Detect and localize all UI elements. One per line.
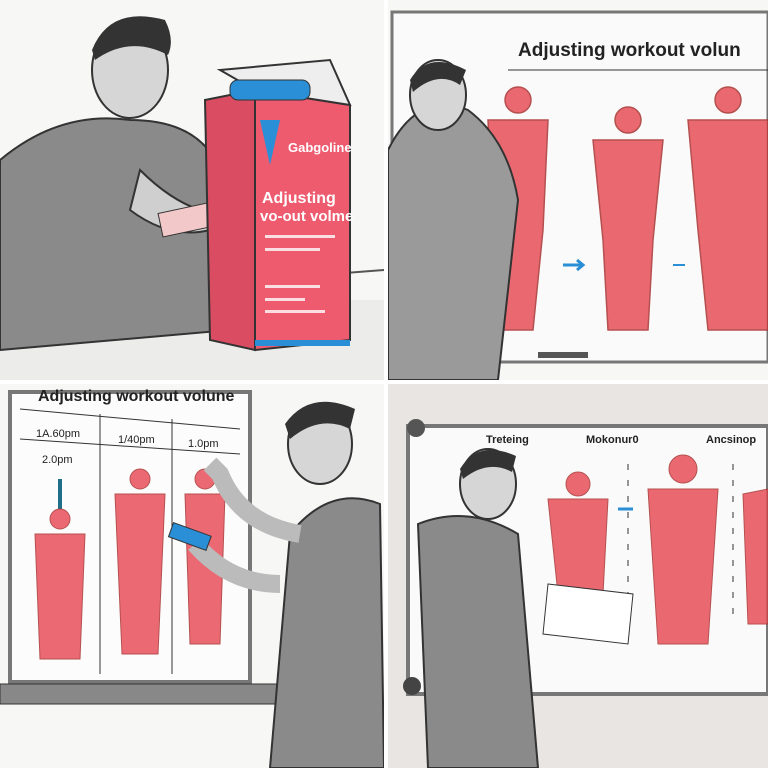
column-label-3: Ancsinop xyxy=(706,434,757,446)
column-label-3: 1.0pm xyxy=(188,438,219,450)
panel-man-writing-board: Adjusting workout volune 1A.60pm 1/40pm … xyxy=(0,384,384,768)
writing-board-illustration xyxy=(0,390,384,768)
column-label-1: 1A.60pm xyxy=(36,428,81,440)
box-title-line1: Adjusting xyxy=(262,190,336,207)
board-title: Adjusting workout volune xyxy=(38,388,235,405)
box-title-line2: vo-out volme xyxy=(260,208,354,225)
sub-label: 2.0pm xyxy=(42,454,73,466)
column-label-2: 1/40pm xyxy=(118,434,155,446)
board-title: Adjusting workout volun xyxy=(518,40,741,61)
holding-paper-illustration xyxy=(388,384,768,768)
panel-muscle-chart-board: Adjusting workout volun xyxy=(388,0,768,380)
panel-man-reading-box: Gabgoline Adjusting vo-out volme xyxy=(0,0,384,380)
box-brand: Gabgoline xyxy=(288,140,352,155)
man-with-box-illustration xyxy=(0,16,384,380)
column-label-2: Mokonur0 xyxy=(586,434,639,446)
muscle-chart-illustration xyxy=(388,10,768,380)
column-label-1: Treteing xyxy=(486,434,529,446)
panel-man-holding-paper: Treteing Mokonur0 Ancsinop xyxy=(388,384,768,768)
